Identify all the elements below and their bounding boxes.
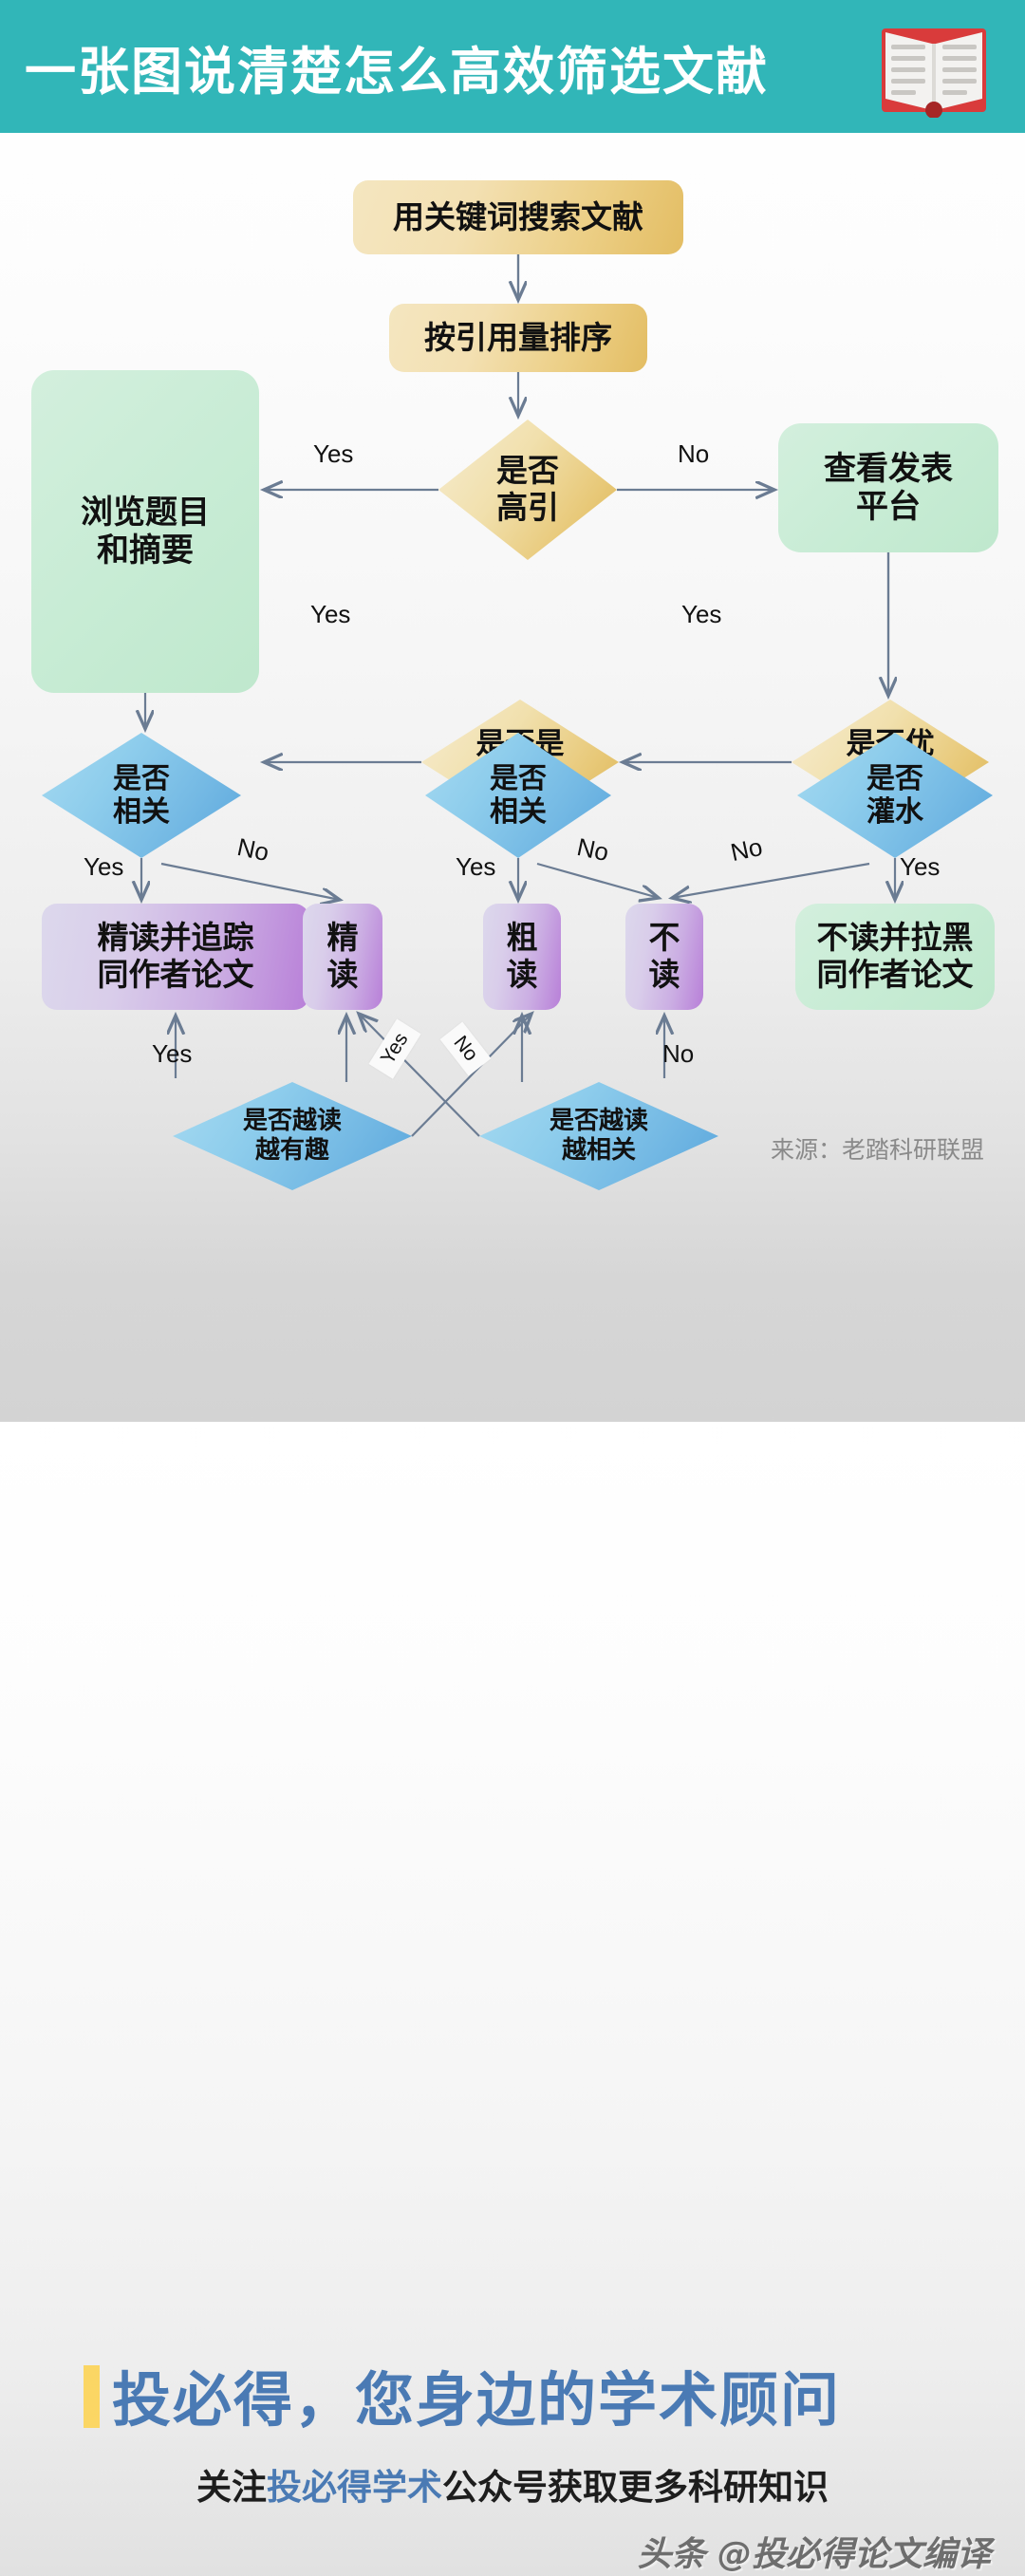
- subtitle-prefix: 关注: [196, 2467, 267, 2508]
- header-banner: 一张图说清楚怎么高效筛选文献: [0, 0, 1025, 133]
- edge-label-yes: Yes: [681, 600, 722, 628]
- edge-label-no: No: [234, 831, 272, 868]
- edge-label-no: No: [678, 439, 710, 468]
- edge-label-yes: Yes: [900, 852, 941, 881]
- decision-high-cite[interactable]: 是否 高引: [438, 420, 617, 560]
- subtitle-suffix: 公众号获取更多科研知识: [442, 2467, 829, 2508]
- decision-relevant-2[interactable]: 是否 相关: [425, 733, 611, 858]
- decision-label: 是否 高引: [496, 452, 559, 526]
- node-block-author[interactable]: 不读并拉黑 同作者论文: [795, 904, 995, 1010]
- decision-more-fun[interactable]: 是否越读 越有趣: [173, 1082, 412, 1190]
- edge-label-no: No: [574, 831, 612, 868]
- decision-water-paper[interactable]: 是否 灌水: [797, 733, 993, 858]
- node-deep-read[interactable]: 精 读: [303, 904, 382, 1010]
- node-sort[interactable]: 按引用量排序: [389, 304, 647, 372]
- decision-more-relevant[interactable]: 是否越读 越相关: [479, 1082, 718, 1190]
- decision-label: 是否越读 越有趣: [242, 1107, 342, 1165]
- brand-subtitle: 关注投必得学术公众号获取更多科研知识: [0, 2458, 1025, 2510]
- decision-label: 是否 相关: [490, 761, 547, 829]
- edge-label-yes: Yes: [310, 600, 351, 628]
- subtitle-highlight: 投必得学术: [267, 2467, 442, 2508]
- edge-label-yes: Yes: [456, 852, 496, 881]
- edge-label-yes: Yes: [152, 1039, 193, 1068]
- page-title: 一张图说清楚怎么高效筛选文献: [25, 41, 769, 102]
- accent-bar: [84, 2365, 100, 2428]
- open-book-icon: [882, 28, 986, 118]
- flowchart: 用关键词搜索文献 按引用量排序 浏览题目 和摘要 查看发表 平台 精读并追踪 同…: [0, 133, 1025, 1190]
- source-credit: 来源：老踏科研联盟: [771, 1136, 985, 1164]
- brand-slogan: 投必得，您身边的学术顾问: [112, 2365, 842, 2435]
- node-skim[interactable]: 粗 读: [483, 904, 561, 1010]
- decision-relevant-1[interactable]: 是否 相关: [42, 733, 241, 858]
- decision-label: 是否 灌水: [867, 761, 923, 829]
- footer: 投必得，您身边的学术顾问 关注投必得学术公众号获取更多科研知识 头条 @投必得论…: [0, 1167, 1025, 2574]
- node-deep-track[interactable]: 精读并追踪 同作者论文: [42, 904, 309, 1010]
- edge-label-yes: Yes: [313, 439, 354, 468]
- node-search[interactable]: 用关键词搜索文献: [353, 180, 683, 254]
- node-no-read[interactable]: 不 读: [625, 904, 703, 1010]
- watermark: 头条 @投必得论文编译: [637, 2535, 991, 2574]
- node-browse[interactable]: 浏览题目 和摘要: [31, 370, 259, 693]
- decision-label: 是否越读 越相关: [549, 1107, 648, 1165]
- decision-label: 是否 相关: [113, 761, 170, 829]
- edge-label-yes: Yes: [84, 852, 124, 881]
- node-platform[interactable]: 查看发表 平台: [778, 423, 998, 552]
- edge-label-no: No: [662, 1039, 695, 1068]
